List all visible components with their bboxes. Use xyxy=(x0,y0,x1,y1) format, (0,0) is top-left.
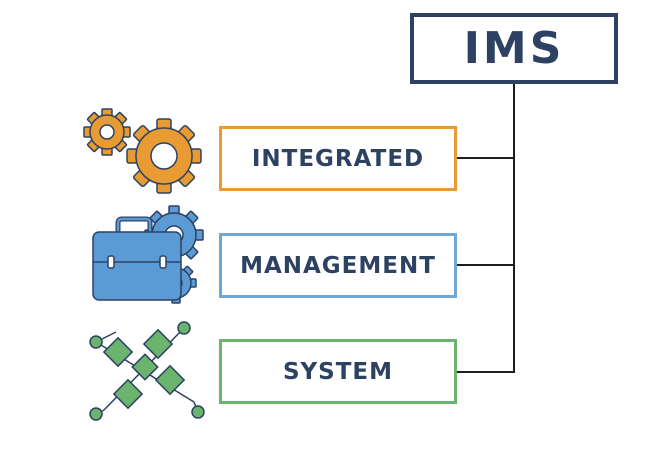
ims-title-box: IMS xyxy=(410,13,618,84)
integrated-label: INTEGRATED xyxy=(251,145,425,172)
system-box: SYSTEM xyxy=(219,339,457,404)
ims-title: IMS xyxy=(463,23,565,74)
network-nodes-icon xyxy=(89,321,205,421)
connector-trunk xyxy=(513,84,515,373)
connector-integrated xyxy=(457,157,514,159)
connector-management xyxy=(457,264,514,266)
management-label: MANAGEMENT xyxy=(240,252,436,279)
management-box: MANAGEMENT xyxy=(219,233,457,298)
system-label: SYSTEM xyxy=(282,358,394,385)
connector-system xyxy=(457,371,514,373)
gears-icon xyxy=(83,108,202,194)
briefcase-gear-icon xyxy=(92,205,204,304)
integrated-box: INTEGRATED xyxy=(219,126,457,191)
